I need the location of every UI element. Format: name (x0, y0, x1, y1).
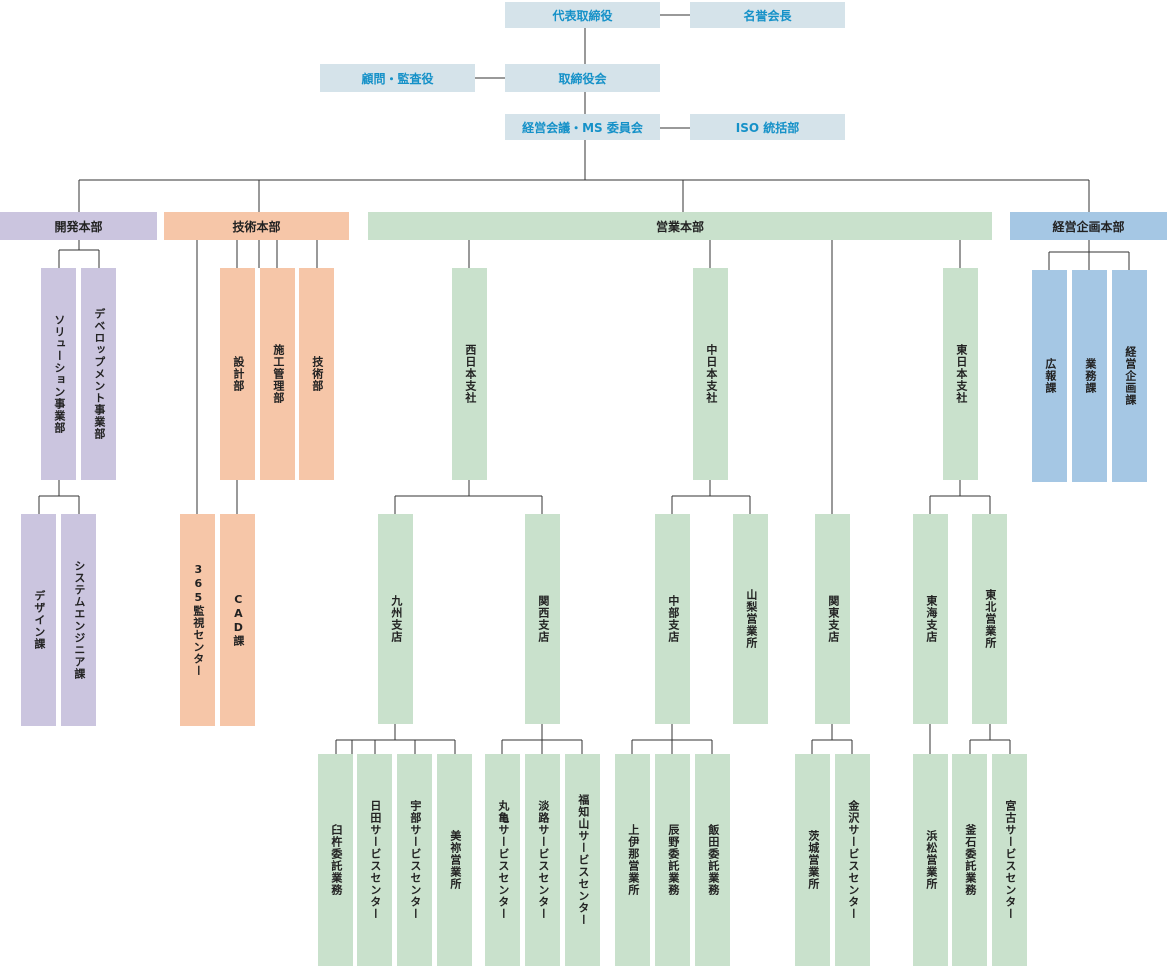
connector (631, 724, 713, 754)
kanazawa-service-center: 金沢サービスセンター (835, 754, 870, 966)
kansai-branch: 関西支店 (525, 514, 560, 724)
connector (468, 240, 961, 514)
development-dept: デベロップメント事業部 (81, 268, 116, 480)
east-japan-branch: 東日本支社 (943, 268, 978, 480)
connector (335, 724, 456, 754)
design-section: デザイン課 (21, 514, 56, 726)
connector (78, 140, 1090, 212)
yamanashi-office: 山梨営業所 (733, 514, 768, 724)
design-dept: 設計部 (220, 268, 255, 480)
tohoku-office: 東北営業所 (972, 514, 1007, 724)
miyako-service-center: 宮古サービスセンター (992, 754, 1027, 966)
central-japan-branch: 中日本支社 (693, 268, 728, 480)
technology-division: 技術本部 (164, 212, 349, 240)
sales-division: 営業本部 (368, 212, 992, 240)
technical-dept: 技術部 (299, 268, 334, 480)
tatsuno-office: 辰野委託業務 (655, 754, 690, 966)
iso-division-box: ISO 統括部 (690, 114, 845, 140)
iida-office: 飯田委託業務 (695, 754, 730, 966)
tokai-branch: 東海支店 (913, 514, 948, 724)
advisor-auditor-box: 顧問・監査役 (320, 64, 475, 92)
connector (1048, 240, 1130, 270)
connector (58, 240, 100, 268)
honorary-chairman-box: 名誉会長 (690, 2, 845, 28)
connector (394, 480, 543, 514)
kyushu-branch: 九州支店 (378, 514, 413, 724)
connector (929, 480, 991, 514)
mine-office: 美祢営業所 (437, 754, 472, 966)
marugame-service-center: 丸亀サービスセンター (485, 754, 520, 966)
connector (38, 480, 80, 514)
kamaishi-office: 釜石委託業務 (952, 754, 987, 966)
kamiina-office: 上伊那営業所 (615, 754, 650, 966)
chubu-branch: 中部支店 (655, 514, 690, 724)
usuki-office: 臼杵委託業務 (318, 754, 353, 966)
ibaraki-office: 茨城営業所 (795, 754, 830, 966)
fukuchiyama-service-center: 福知山サービスセンター (565, 754, 600, 966)
management-committee-box: 経営会議・MS 委員会 (505, 114, 660, 140)
hamamatsu-office: 浜松営業所 (913, 754, 948, 966)
operations-section: 業務課 (1072, 270, 1107, 482)
connector (196, 240, 318, 514)
solution-dept: ソリューション事業部 (41, 268, 76, 480)
development-division: 開発本部 (0, 212, 157, 240)
ceo-box: 代表取締役 (505, 2, 660, 28)
system-engineer-section: システムエンジニア課 (61, 514, 96, 726)
board-box: 取締役会 (505, 64, 660, 92)
connector (969, 724, 1011, 754)
west-japan-branch: 西日本支社 (452, 268, 487, 480)
ube-service-center: 宇部サービスセンター (397, 754, 432, 966)
awaji-service-center: 淡路サービスセンター (525, 754, 560, 966)
connector (811, 724, 853, 754)
connector (501, 724, 583, 754)
kanto-branch: 関東支店 (815, 514, 850, 724)
corporate-planning-section: 経営企画課 (1112, 270, 1147, 482)
hita-service-center: 日田サービスセンター (357, 754, 392, 966)
cad-section: CAD課 (220, 514, 255, 726)
pr-section: 広報課 (1032, 270, 1067, 482)
monitoring-center: 365監視センター (180, 514, 215, 726)
planning-division: 経営企画本部 (1010, 212, 1167, 240)
construction-management-dept: 施工管理部 (260, 268, 295, 480)
connector (671, 480, 751, 514)
